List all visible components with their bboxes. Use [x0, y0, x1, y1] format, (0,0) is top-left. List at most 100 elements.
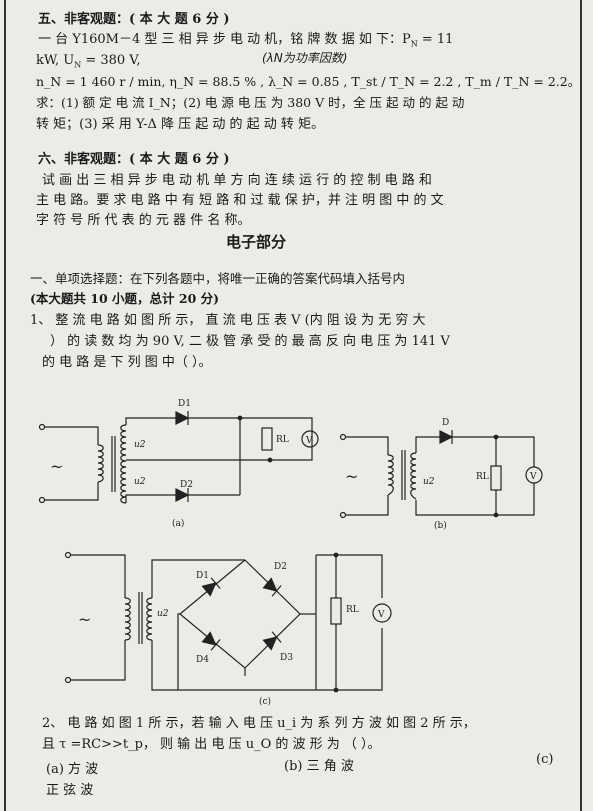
circuit-c-resistor: [330, 597, 342, 625]
circuit-b-caption: (b): [434, 520, 447, 531]
circuit-c-voltmeter: [372, 603, 392, 623]
circuit-c-d2-label: D2: [274, 562, 287, 572]
circuit-c-meter-label: V: [377, 610, 385, 620]
circuit-c-wire-bot-left: [151, 640, 178, 691]
circuit-c-terminal-bottom: [64, 676, 72, 684]
section5-line1-sub: N: [410, 39, 418, 49]
circuit-b-wire-bot: [415, 483, 535, 516]
q2-option-c: (c): [536, 752, 554, 767]
circuit-a-wire-bot: [125, 494, 240, 503]
circuit-b-source-symbol: ~: [345, 467, 358, 486]
q2-line2: 且 τ =RC>>t_p， 则 输 出 电 压 u_O 的 波 形 为 （ ）。: [42, 737, 381, 752]
circuit-b: ~ u2 D RL V (b): [339, 418, 543, 531]
q2-option-c-text: 正 弦 波: [46, 783, 94, 798]
circuit-b-secondary-coil: [410, 452, 417, 500]
section5-heading: 五、非客观题：( 本 大 题 6 分 ): [38, 12, 230, 27]
circuit-c-wire-top: [151, 559, 245, 598]
electronics-title: 电子部分: [226, 233, 287, 251]
section5-line2-a: kW, U: [36, 53, 75, 68]
circuit-a-terminal-top: [38, 423, 46, 431]
circuit-a-d2: [175, 488, 190, 502]
circuit-c-source-symbol: ~: [78, 610, 91, 629]
circuit-a-terminal-bottom: [38, 496, 46, 504]
section5-line4: 求：(1) 额 定 电 流 I_N；(2) 电 源 电 压 为 380 V 时，…: [36, 95, 465, 110]
circuit-a-primary-coil: [97, 444, 104, 483]
circuit-b-d-label: D: [442, 418, 449, 428]
circuit-a-load-loop: [240, 417, 313, 461]
section5-line2-sub: N: [74, 60, 82, 70]
circuit-a: ~ u2 u2 D1 D2 RL: [38, 399, 319, 529]
mc-heading: 一、单项选择题：在下列各题中，将唯一正确的答案代码填入括号内: [30, 271, 406, 286]
section6-line3: 字 符 号 所 代 表 的 元 器 件 名 称。: [36, 213, 251, 228]
circuit-b-rl-label: RL: [476, 472, 489, 482]
circuit-b-wire-top: [415, 436, 500, 453]
circuit-b-node-1: [493, 434, 499, 440]
section5-line2-b: = 380 V,: [81, 53, 141, 68]
circuit-a-d1: [175, 411, 190, 425]
circuit-a-meter-label: V: [305, 436, 313, 446]
circuit-c-d1: [201, 577, 221, 597]
circuit-b-meter-label: V: [529, 472, 537, 482]
circuit-c-wire-meter-bot: [316, 628, 383, 691]
circuit-c-terminal-top: [64, 551, 72, 559]
q2-option-b: (b) 三 角 波: [284, 759, 354, 774]
section5-line1-end: = 11: [417, 32, 454, 47]
circuit-a-node-1: [237, 415, 243, 421]
circuit-c-wire-meter-top: [316, 554, 383, 598]
circuit-c-d1-label: D1: [196, 571, 209, 581]
circuit-a-d1-label: D1: [178, 399, 191, 409]
circuit-a-d2-label: D2: [180, 480, 193, 490]
section5-line5: 转 矩；(3) 采 用 Y-Δ 降 压 起 动 的 起 动 转 矩。: [36, 117, 325, 132]
page-border-right: [580, 0, 582, 811]
circuit-c-d4-label: D4: [196, 655, 209, 665]
circuit-a-node-2: [267, 457, 273, 463]
mc-subheading: (本大题共 10 小题，总计 20 分): [30, 291, 220, 306]
circuit-b-node-2: [493, 512, 499, 518]
circuit-c-node-2: [333, 687, 339, 693]
circuit-a-voltmeter: [301, 430, 319, 448]
circuit-a-secondary-coil: [120, 424, 127, 504]
circuit-a-caption: (a): [172, 518, 184, 529]
circuit-b-terminal-top: [339, 433, 347, 441]
circuit-c-d3: [262, 631, 282, 651]
circuit-c-rl-label: RL: [346, 605, 359, 615]
circuit-a-rl-label: RL: [276, 435, 289, 445]
circuit-c-d4: [201, 631, 221, 651]
circuit-b-diode: [439, 430, 454, 444]
circuit-c-d3-label: D3: [280, 653, 293, 663]
section5-line3: n_N = 1 460 r / min, η_N = 88.5 % , λ_N …: [36, 74, 581, 89]
section6-line1: 试 画 出 三 相 异 步 电 动 机 单 方 向 连 续 运 行 的 控 制 …: [42, 173, 432, 188]
circuit-a-wire-in-top: [44, 426, 99, 445]
q1-line2: ） 的 读 数 均 为 90 V, 二 极 管 承 受 的 最 高 反 向 电 …: [50, 334, 450, 349]
circuit-a-u-bot: u2: [134, 477, 146, 487]
q1-line3: 的 电 路 是 下 列 图 中（ ）。: [42, 355, 212, 370]
circuit-c-secondary-coil: [146, 597, 153, 641]
circuit-b-wire-in-bot: [345, 495, 389, 516]
circuit-c-d2: [262, 577, 282, 597]
circuit-c-node-1: [333, 552, 339, 558]
circuit-b-wire-in-top: [345, 436, 389, 455]
circuit-b-terminal-bottom: [339, 511, 347, 519]
section5-line1-text: 一 台 Y160M－4 型 三 相 异 步 电 动 机，铭 牌 数 据 如 下：…: [38, 32, 411, 47]
circuit-b-wire-meter: [500, 436, 535, 467]
handwritten-note: (λN为功率因数): [262, 51, 348, 65]
section6-line2: 主 电 路。要 求 电 路 中 有 短 路 和 过 载 保 护，并 注 明 图 …: [36, 193, 444, 208]
circuit-b-voltmeter: [525, 466, 543, 484]
section5-line1: 一 台 Y160M－4 型 三 相 异 步 电 动 机，铭 牌 数 据 如 下：…: [38, 32, 576, 53]
q2-line1: 2、 电 路 如 图 1 所 示，若 输 入 电 压 u_i 为 系 列 方 波…: [42, 716, 476, 731]
circuit-a-source-symbol: ~: [50, 457, 63, 476]
q2-option-a: (a) 方 波: [46, 762, 99, 777]
circuit-a-resistor: [261, 427, 273, 451]
page-border-left: [4, 0, 6, 811]
q1-line1: 1、 整 流 电 路 如 图 所 示， 直 流 电 压 表 V (内 阻 设 为…: [30, 313, 426, 328]
circuit-c-primary-coil: [124, 597, 131, 641]
circuit-a-u-top: u2: [134, 440, 146, 450]
circuit-b-primary-coil: [387, 454, 394, 496]
circuit-c-caption: (c): [259, 696, 271, 707]
circuit-c-wire-left-node: [177, 613, 316, 691]
circuit-a-wire-in-bot: [44, 482, 99, 501]
circuit-b-u-label: u2: [423, 477, 435, 487]
circuit-c-wire-in-bot: [70, 640, 126, 681]
